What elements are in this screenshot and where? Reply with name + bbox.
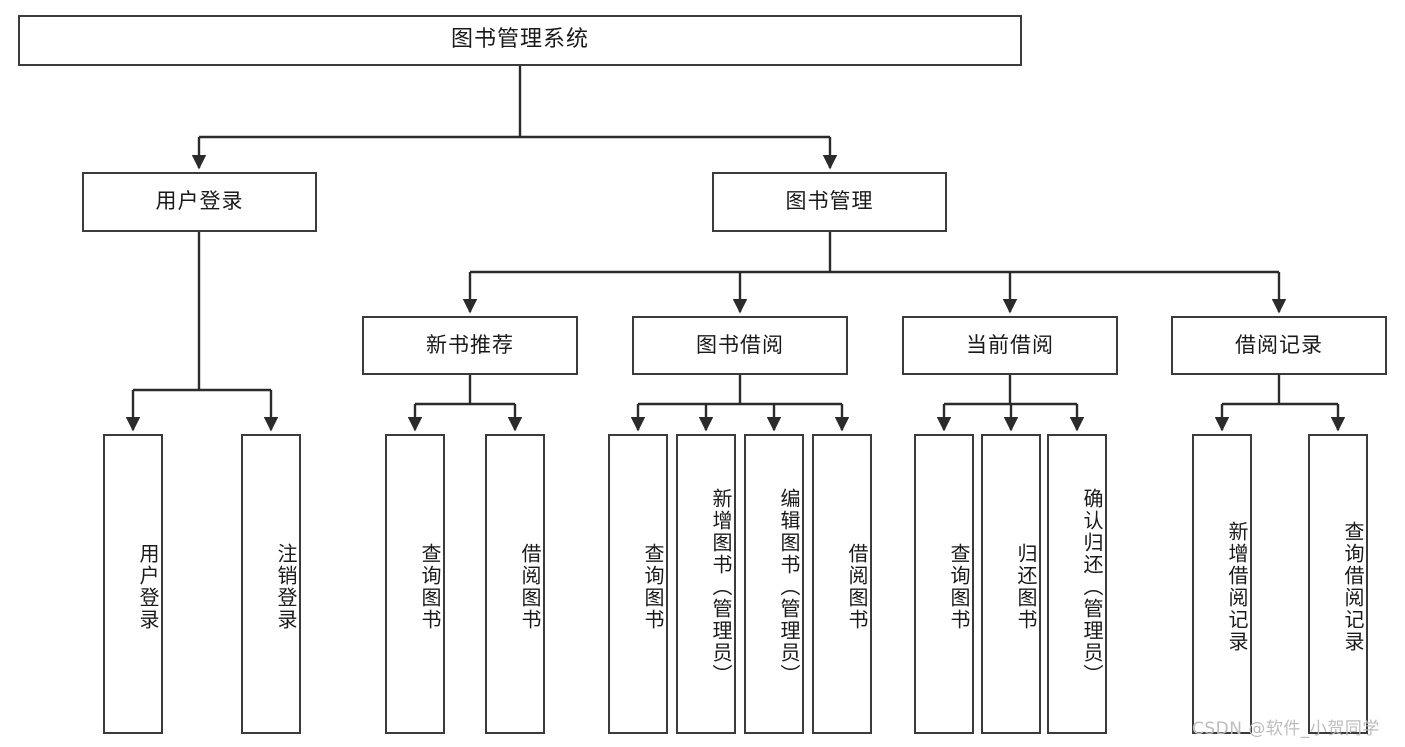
node-label: 查询图书 (418, 543, 442, 631)
node-book-management[interactable]: 图书管理 (712, 172, 947, 232)
leaf-current-query-book[interactable]: 查询图书 (914, 434, 974, 734)
leaf-borrow-borrow-book[interactable]: 借阅图书 (812, 434, 872, 734)
leaf-user-login-logout[interactable]: 注销登录 (241, 434, 301, 734)
leaf-current-confirm-return-admin[interactable]: 确认归还（管理员） (1047, 434, 1107, 734)
leaf-records-add-record[interactable]: 新增借阅记录 (1192, 434, 1252, 734)
node-label: 查询图书 (641, 543, 665, 631)
node-book-borrow[interactable]: 图书借阅 (632, 316, 848, 375)
leaf-recommend-borrow-book[interactable]: 借阅图书 (485, 434, 545, 734)
node-label: 确认归还（管理员） (1080, 488, 1104, 686)
node-label: 当前借阅 (966, 332, 1054, 357)
node-label: 查询借阅记录 (1341, 521, 1365, 653)
leaf-borrow-add-book-admin[interactable]: 新增图书（管理员） (676, 434, 736, 734)
leaf-recommend-query-book[interactable]: 查询图书 (385, 434, 445, 734)
leaf-borrow-edit-book-admin[interactable]: 编辑图书（管理员） (744, 434, 804, 734)
node-label: 归还图书 (1014, 543, 1038, 631)
node-label: 借阅图书 (518, 543, 542, 631)
node-label: 查询图书 (947, 543, 971, 631)
node-label: 借阅记录 (1235, 332, 1323, 357)
node-root-book-management-system[interactable]: 图书管理系统 (18, 15, 1022, 66)
node-borrow-records[interactable]: 借阅记录 (1171, 316, 1387, 375)
node-new-book-recommend[interactable]: 新书推荐 (362, 316, 578, 375)
node-current-borrow[interactable]: 当前借阅 (902, 316, 1118, 375)
leaf-records-query-record[interactable]: 查询借阅记录 (1308, 434, 1368, 734)
csdn-watermark: CSDN @软件_小贺同学 (1192, 719, 1380, 739)
node-label: 注销登录 (274, 543, 298, 631)
node-label: 新书推荐 (426, 332, 514, 357)
node-label: 编辑图书（管理员） (777, 488, 801, 686)
node-label: 图书管理系统 (450, 27, 589, 53)
node-label: 借阅图书 (845, 543, 869, 631)
leaf-borrow-query-book[interactable]: 查询图书 (608, 434, 668, 734)
node-label: 新增图书（管理员） (709, 488, 733, 686)
node-label: 图书借阅 (696, 332, 784, 357)
node-user-login[interactable]: 用户登录 (82, 172, 317, 232)
node-label: 用户登录 (136, 543, 160, 631)
leaf-current-return-book[interactable]: 归还图书 (981, 434, 1041, 734)
node-label: 新增借阅记录 (1225, 521, 1249, 653)
leaf-user-login-login[interactable]: 用户登录 (103, 434, 163, 734)
node-label: 图书管理 (785, 189, 874, 214)
node-label: 用户登录 (155, 189, 244, 214)
